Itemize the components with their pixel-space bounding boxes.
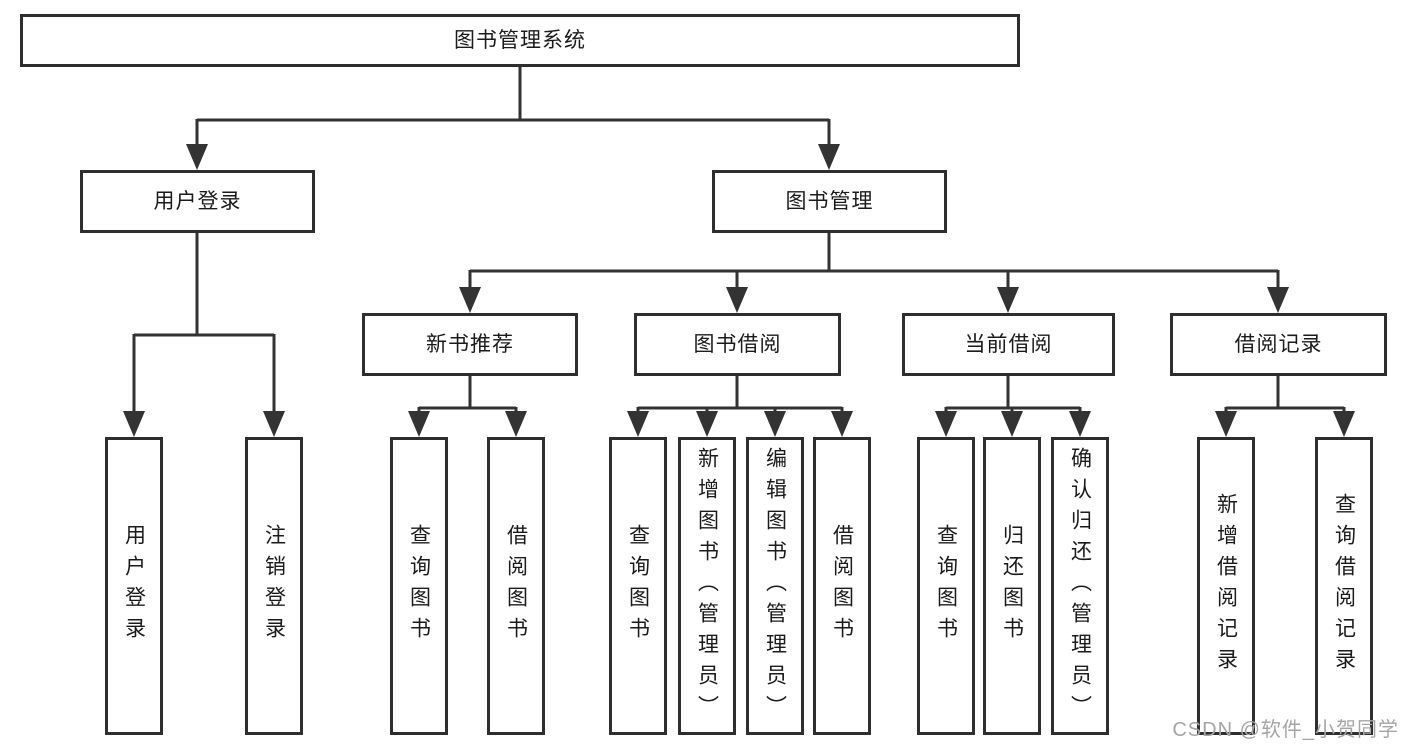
node-label: 借阅记录: [1234, 333, 1323, 356]
leaf-edit-book-admin: 编辑图书（管理员）: [746, 437, 804, 735]
leaf-user-login: 用户登录: [105, 437, 163, 735]
node-label: 查询图书: [626, 524, 650, 648]
node-label: 查询图书: [407, 524, 431, 648]
node-library-system: 图书管理系统: [20, 14, 1020, 67]
node-label: 确认归还（管理员）: [1068, 446, 1092, 726]
node-label: 新增图书（管理员）: [695, 446, 719, 726]
leaf-borrow-books-borrowing: 借阅图书: [813, 437, 871, 735]
node-label: 编辑图书（管理员）: [763, 446, 787, 726]
node-label: 用户登录: [153, 190, 242, 213]
node-label: 借阅图书: [830, 524, 854, 648]
node-book-management: 图书管理: [712, 170, 947, 233]
node-label: 注销登录: [262, 524, 286, 648]
node-label: 查询图书: [934, 524, 958, 648]
leaf-logout: 注销登录: [245, 437, 303, 735]
node-label: 图书管理: [785, 190, 874, 213]
node-user-login: 用户登录: [80, 170, 315, 233]
node-label: 归还图书: [1000, 524, 1024, 648]
leaf-add-borrow-record: 新增借阅记录: [1197, 437, 1255, 735]
leaf-query-borrow-record: 查询借阅记录: [1315, 437, 1373, 735]
node-label: 当前借阅: [964, 333, 1053, 356]
node-current-borrowing: 当前借阅: [902, 313, 1115, 376]
node-book-borrowing: 图书借阅: [634, 313, 841, 376]
watermark: CSDN @软件_小贺同学: [1172, 719, 1399, 741]
node-label: 新书推荐: [426, 333, 514, 356]
leaf-confirm-return-admin: 确认归还（管理员）: [1051, 437, 1109, 735]
node-label: 新增借阅记录: [1214, 493, 1238, 679]
leaf-query-books-recommend: 查询图书: [390, 437, 448, 735]
leaf-add-book-admin: 新增图书（管理员）: [678, 437, 736, 735]
node-label: 用户登录: [122, 524, 146, 648]
leaf-query-books-borrowing: 查询图书: [609, 437, 667, 735]
node-label: 查询借阅记录: [1332, 493, 1356, 679]
node-label: 图书管理系统: [454, 29, 586, 52]
leaf-borrow-books-recommend: 借阅图书: [487, 437, 545, 735]
node-borrow-records: 借阅记录: [1170, 313, 1387, 376]
node-new-book-recommend: 新书推荐: [362, 313, 578, 376]
node-label: 图书借阅: [693, 333, 782, 356]
node-label: 借阅图书: [504, 524, 528, 648]
leaf-query-books-current: 查询图书: [917, 437, 975, 735]
leaf-return-books: 归还图书: [983, 437, 1041, 735]
